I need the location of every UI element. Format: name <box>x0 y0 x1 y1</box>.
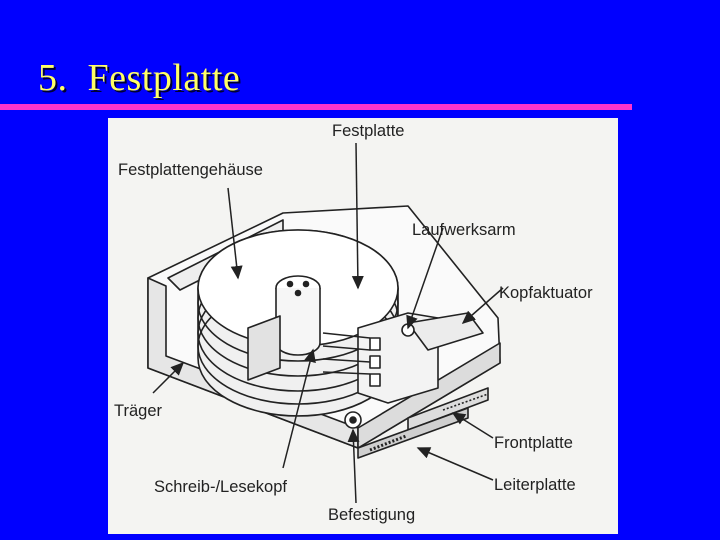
title-divider <box>0 104 632 110</box>
label-festplatte: Festplatte <box>332 122 404 141</box>
label-traeger: Träger <box>114 402 162 421</box>
label-befestigung: Befestigung <box>328 506 415 525</box>
label-frontplatte: Frontplatte <box>494 434 573 453</box>
slide-number: 5. <box>38 57 68 99</box>
slide-title: 5. Festplatte <box>38 56 240 100</box>
label-leiterplatte: Leiterplatte <box>494 476 576 495</box>
spindle-hub <box>276 276 320 355</box>
hard-drive-diagram: Festplatte Festplattengehäuse Laufwerksa… <box>108 118 618 534</box>
hard-drive-drawing <box>108 118 618 534</box>
label-laufwerksarm: Laufwerksarm <box>412 221 516 240</box>
label-kopfaktuator: Kopfaktuator <box>499 284 593 303</box>
slide-title-text: Festplatte <box>88 57 241 99</box>
label-schreibkopf: Schreib-/Lesekopf <box>154 478 287 497</box>
label-gehaeuse: Festplattengehäuse <box>118 161 263 180</box>
